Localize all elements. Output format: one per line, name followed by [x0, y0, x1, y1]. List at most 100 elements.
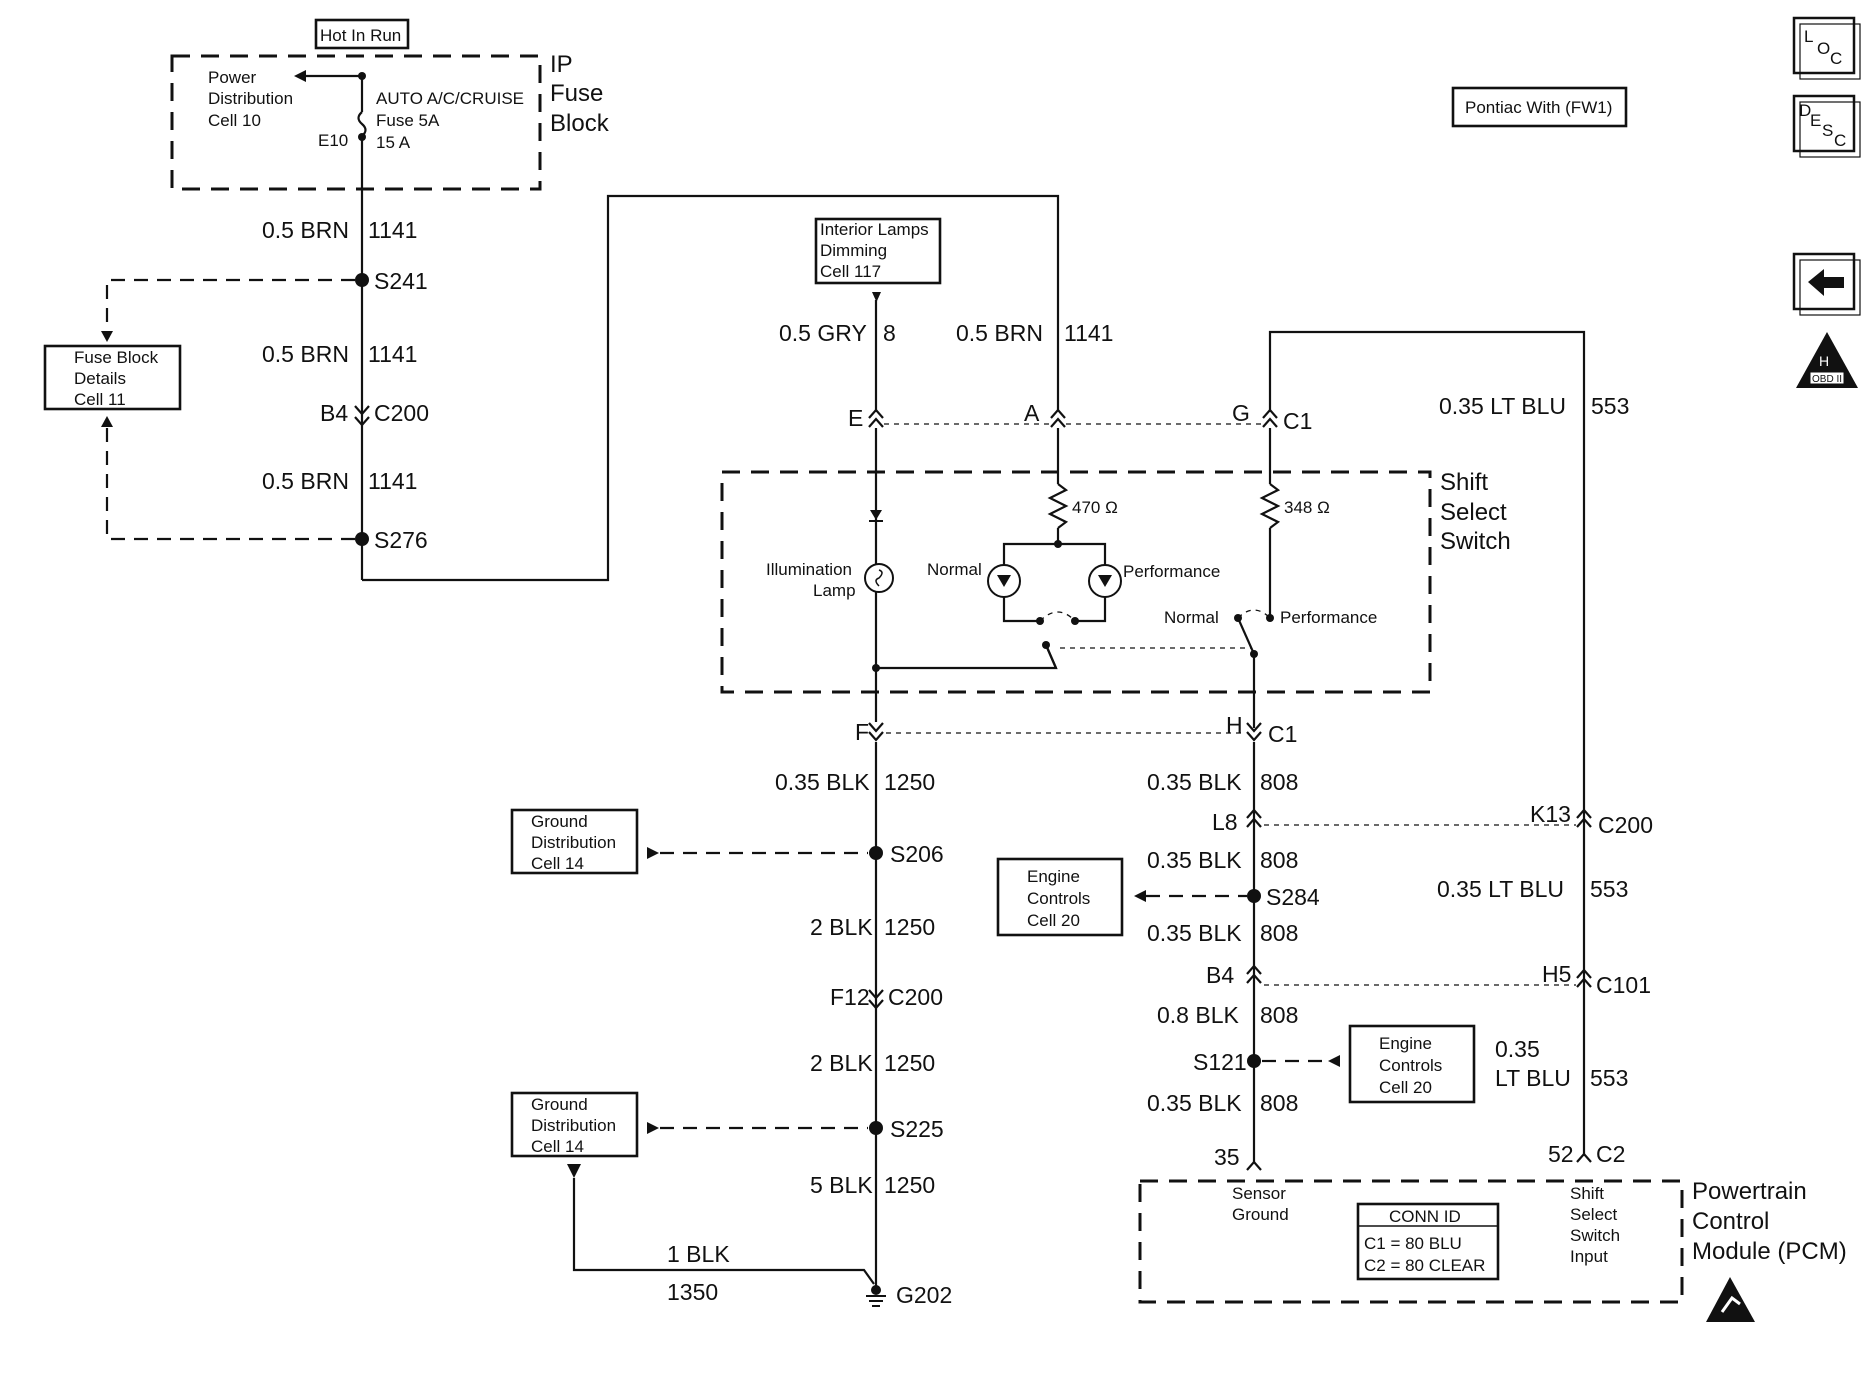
- pcm-shift-4: Input: [1570, 1247, 1608, 1266]
- c200-ground-label: C200: [888, 984, 943, 1010]
- ground-dist-2-a: Ground: [531, 1095, 588, 1114]
- wire-1141-circuit-3: 1141: [368, 468, 417, 494]
- c200-f12-symbol: [868, 989, 884, 1010]
- engine-controls-1-a: Engine: [1027, 867, 1080, 886]
- fuse-terminal: E10: [318, 131, 348, 150]
- dash-s241-to-details: [105, 278, 355, 332]
- wire-808-size-2: 0.35 BLK: [1147, 847, 1242, 873]
- obd-ii-icon[interactable]: H OBD II: [1796, 332, 1858, 388]
- engine-controls-1-c: Cell 20: [1027, 911, 1080, 930]
- wire-808-size-5: 0.35 BLK: [1147, 1090, 1242, 1116]
- fuse-symbol: [357, 111, 367, 137]
- fuse-rating-a: Fuse 5A: [376, 111, 440, 130]
- loc-button[interactable]: L O C: [1792, 16, 1861, 80]
- power-dist-arrow: [294, 70, 306, 82]
- wire-1250-size-4: 5 BLK: [810, 1172, 873, 1198]
- c1-pin-f-symbol: [868, 722, 884, 742]
- resistor-348: [1259, 483, 1281, 529]
- performance-led-return: [1075, 597, 1107, 623]
- switch-normal-label: Normal: [1164, 608, 1219, 627]
- wire-553-circuit-2: 553: [1590, 876, 1628, 902]
- normal-led-return: [1002, 597, 1040, 623]
- c101-h5-symbol: [1576, 968, 1592, 988]
- diode-symbol: [870, 510, 882, 520]
- wire-gry-size: 0.5 GRY: [779, 320, 867, 346]
- interior-lamps-1: Interior Lamps: [820, 220, 929, 239]
- splice-s225: S225: [890, 1116, 944, 1142]
- c200-label: C200: [374, 400, 429, 426]
- wire-1250-circuit-3: 1250: [884, 1050, 935, 1076]
- wire-1250-circuit-4: 1250: [884, 1172, 935, 1198]
- c1-pin-h: H: [1226, 712, 1243, 738]
- wire-1141-size-2: 0.5 BRN: [262, 341, 349, 367]
- wire-1141-circuit-1: 1141: [368, 217, 417, 243]
- wire-553-size-3b: LT BLU: [1495, 1065, 1571, 1091]
- wire-808-circuit-3: 808: [1260, 920, 1298, 946]
- c200-l8-symbol: [1246, 808, 1262, 828]
- mode-switch-arc: [1237, 609, 1271, 619]
- wire-1250-circuit-2: 1250: [884, 914, 935, 940]
- pcm-pin-35-symbol: [1246, 1160, 1262, 1171]
- wire-553-vertical: [1268, 330, 1586, 1156]
- wire-gry-circuit: 8: [883, 320, 896, 346]
- c1-pin-e-symbol: [868, 408, 884, 428]
- wire-808-circuit-5: 808: [1260, 1090, 1298, 1116]
- c200-pin-f12: F12: [830, 984, 870, 1010]
- esd-warning-icon: [1706, 1277, 1755, 1322]
- fuse-block-title-2: Fuse: [550, 80, 603, 107]
- wire-blu-circuit: 553: [1591, 393, 1629, 419]
- ground-dist-1-c: Cell 14: [531, 854, 584, 873]
- wire-1141-circuit-2: 1141: [368, 341, 417, 367]
- conn-id-c1: C1 = 80 BLU: [1364, 1234, 1462, 1253]
- shift-switch-title-3: Switch: [1440, 528, 1511, 555]
- c101-b4-symbol: [1246, 964, 1262, 984]
- ground-dist-2-b: Distribution: [531, 1116, 616, 1135]
- r470-label: 470 Ω: [1072, 498, 1118, 517]
- back-arrow-icon: [1808, 269, 1844, 296]
- c1-pin-h-symbol: [1246, 722, 1262, 742]
- details-arrow-down: [101, 331, 113, 342]
- vehicle-note: Pontiac With (FW1): [1465, 98, 1612, 117]
- fuse-details-3: Cell 11: [74, 390, 126, 409]
- pcm-title-3: Module (PCM): [1692, 1238, 1847, 1265]
- ground-dist-1-a: Ground: [531, 812, 588, 831]
- wire-brn-circuit: 1141: [1064, 320, 1113, 346]
- wire-1250-size-3: 2 BLK: [810, 1050, 873, 1076]
- desc-button[interactable]: D E S C: [1792, 94, 1861, 158]
- desc-e: E: [1810, 111, 1821, 130]
- back-button[interactable]: [1792, 252, 1861, 316]
- desc-d: D: [1799, 101, 1811, 120]
- pcm-title-2: Control: [1692, 1208, 1769, 1235]
- c200-k13-symbol: [1576, 808, 1592, 828]
- interior-lamps-2: Dimming: [820, 241, 887, 260]
- engine-controls-1-b: Controls: [1027, 889, 1090, 908]
- ground-dist-box-1: [510, 808, 639, 875]
- engine-controls-box-1: [996, 857, 1124, 937]
- led-switch-arc: [1039, 611, 1076, 622]
- vehicle-note-box: [1451, 86, 1628, 128]
- wire-1250-size-2: 2 BLK: [810, 914, 873, 940]
- power-dist-2: Distribution: [208, 89, 293, 108]
- wire-brn-size: 0.5 BRN: [956, 320, 1043, 346]
- normal-led-label: Normal: [927, 560, 982, 579]
- pcm-pin-35: 35: [1214, 1144, 1240, 1170]
- pcm-sensor-2: Ground: [1232, 1205, 1289, 1224]
- c200-pin-b4: B4: [320, 400, 348, 426]
- interior-lamps-arrow: [872, 292, 881, 302]
- switch-performance-label: Performance: [1280, 608, 1377, 627]
- engine-controls-2-a: Engine: [1379, 1034, 1432, 1053]
- fuse-rating-b: 15 A: [376, 133, 411, 152]
- r348-label: 348 Ω: [1284, 498, 1330, 517]
- lamp-label-1: Illumination: [766, 560, 852, 579]
- loc-l: L: [1804, 27, 1813, 46]
- led-top-bus: [1002, 542, 1107, 565]
- interior-lamps-3: Cell 117: [820, 262, 881, 281]
- splice-s121-dot: [1247, 1054, 1261, 1068]
- engine-controls-box-2: [1348, 1024, 1476, 1104]
- performance-led-label: Performance: [1123, 562, 1220, 581]
- wire-808-size-4: 0.8 BLK: [1157, 1002, 1239, 1028]
- c101-pin-b4: B4: [1206, 962, 1234, 988]
- wire-808-circuit-2: 808: [1260, 847, 1298, 873]
- splice-s284-dot: [1247, 889, 1261, 903]
